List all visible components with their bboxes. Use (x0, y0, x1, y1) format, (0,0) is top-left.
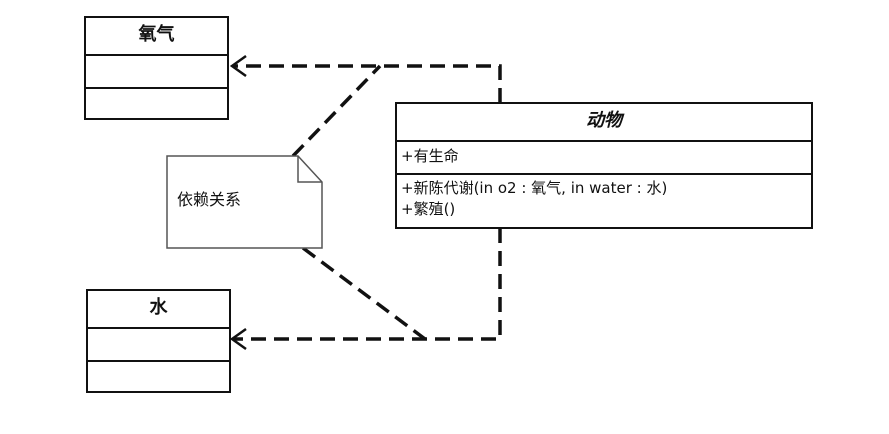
class-animal[interactable]: 动物 +有生命 +新陈代谢(in o2 : 氧气, in water : 水) … (395, 102, 813, 229)
class-animal-name: 动物 (586, 110, 622, 131)
class-animal-operation: +繁殖() (401, 200, 456, 218)
class-animal-operations-compartment: +新陈代谢(in o2 : 氧气, in water : 水) +繁殖() (397, 173, 811, 227)
note-anchor-line-top (291, 64, 382, 158)
class-oxygen[interactable]: 氧气 (84, 16, 229, 120)
dependency-arrowhead-oxygen (229, 54, 247, 78)
class-water-attributes-compartment (88, 327, 229, 360)
note-shape (166, 155, 323, 249)
class-oxygen-name-compartment: 氧气 (86, 18, 227, 54)
dependency-arrowhead-water (229, 327, 247, 351)
dependency-line-water (234, 228, 502, 341)
class-water-name-compartment: 水 (88, 291, 229, 327)
note-text: 依赖关系 (177, 190, 242, 209)
class-animal-attribute: +有生命 (401, 147, 459, 165)
note-fold (297, 156, 322, 183)
class-animal-attributes-compartment: +有生命 (397, 140, 811, 173)
class-animal-name-compartment: 动物 (397, 104, 811, 140)
note-anchor-line-bottom (301, 246, 427, 341)
class-animal-operation: +新陈代谢(in o2 : 氧气, in water : 水) (401, 179, 668, 197)
class-water-operations-compartment (88, 360, 229, 391)
class-oxygen-operations-compartment (86, 87, 227, 118)
class-water-name: 水 (149, 297, 168, 318)
class-oxygen-name: 氧气 (138, 24, 175, 45)
class-oxygen-attributes-compartment (86, 54, 227, 87)
dependency-line-oxygen (234, 64, 502, 103)
class-water[interactable]: 水 (86, 289, 231, 393)
